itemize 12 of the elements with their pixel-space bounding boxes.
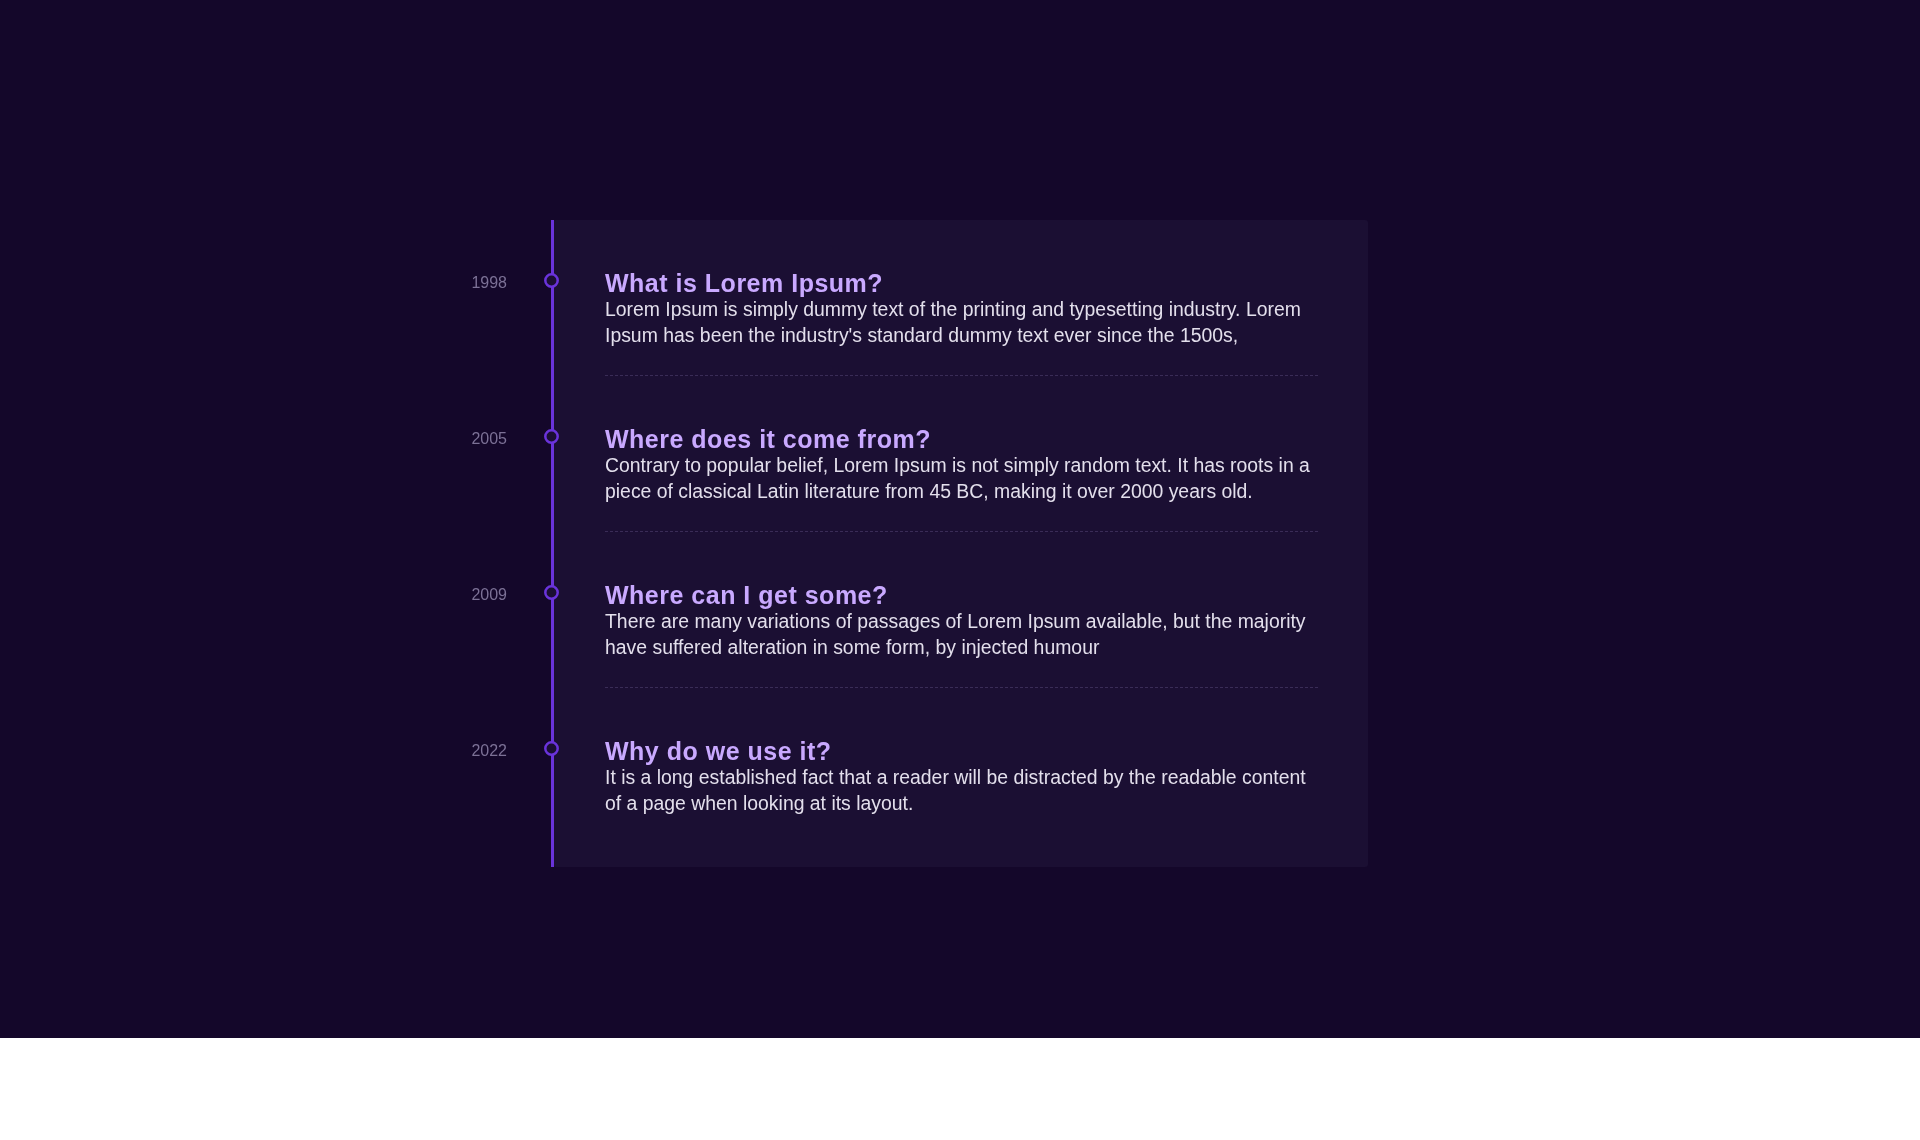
entry-text: There are many variations of passages of Lorem Ipsum available, but the majority have suffered alteration in some form, by injected humour	[605, 609, 1307, 660]
entry-text: Lorem Ipsum is simply dummy text of the printing and typesetting industry. Lorem Ipsum has been the industry's standard dummy text ever since the 1500s,	[605, 297, 1302, 348]
year-label: 2022	[471, 742, 507, 760]
year-label: 1998	[471, 274, 507, 292]
entry-text: It is a long established fact that a reader will be distracted by the readable content of a page when looking at its layout.	[605, 765, 1307, 816]
entry-heading: Where does it come from?	[605, 425, 932, 453]
entry-heading: Where can I get some?	[605, 581, 889, 609]
year-label: 2005	[471, 430, 507, 448]
entry-heading: What is Lorem Ipsum?	[605, 269, 885, 297]
year-label: 2009	[471, 586, 507, 604]
entry-text: Contrary to popular belief, Lorem Ipsum is not simply random text. It has roots in a piece of classical Latin literature from 45 BC, making it over 2000 years old.	[605, 453, 1311, 504]
entry-heading: Why do we use it?	[605, 737, 833, 765]
